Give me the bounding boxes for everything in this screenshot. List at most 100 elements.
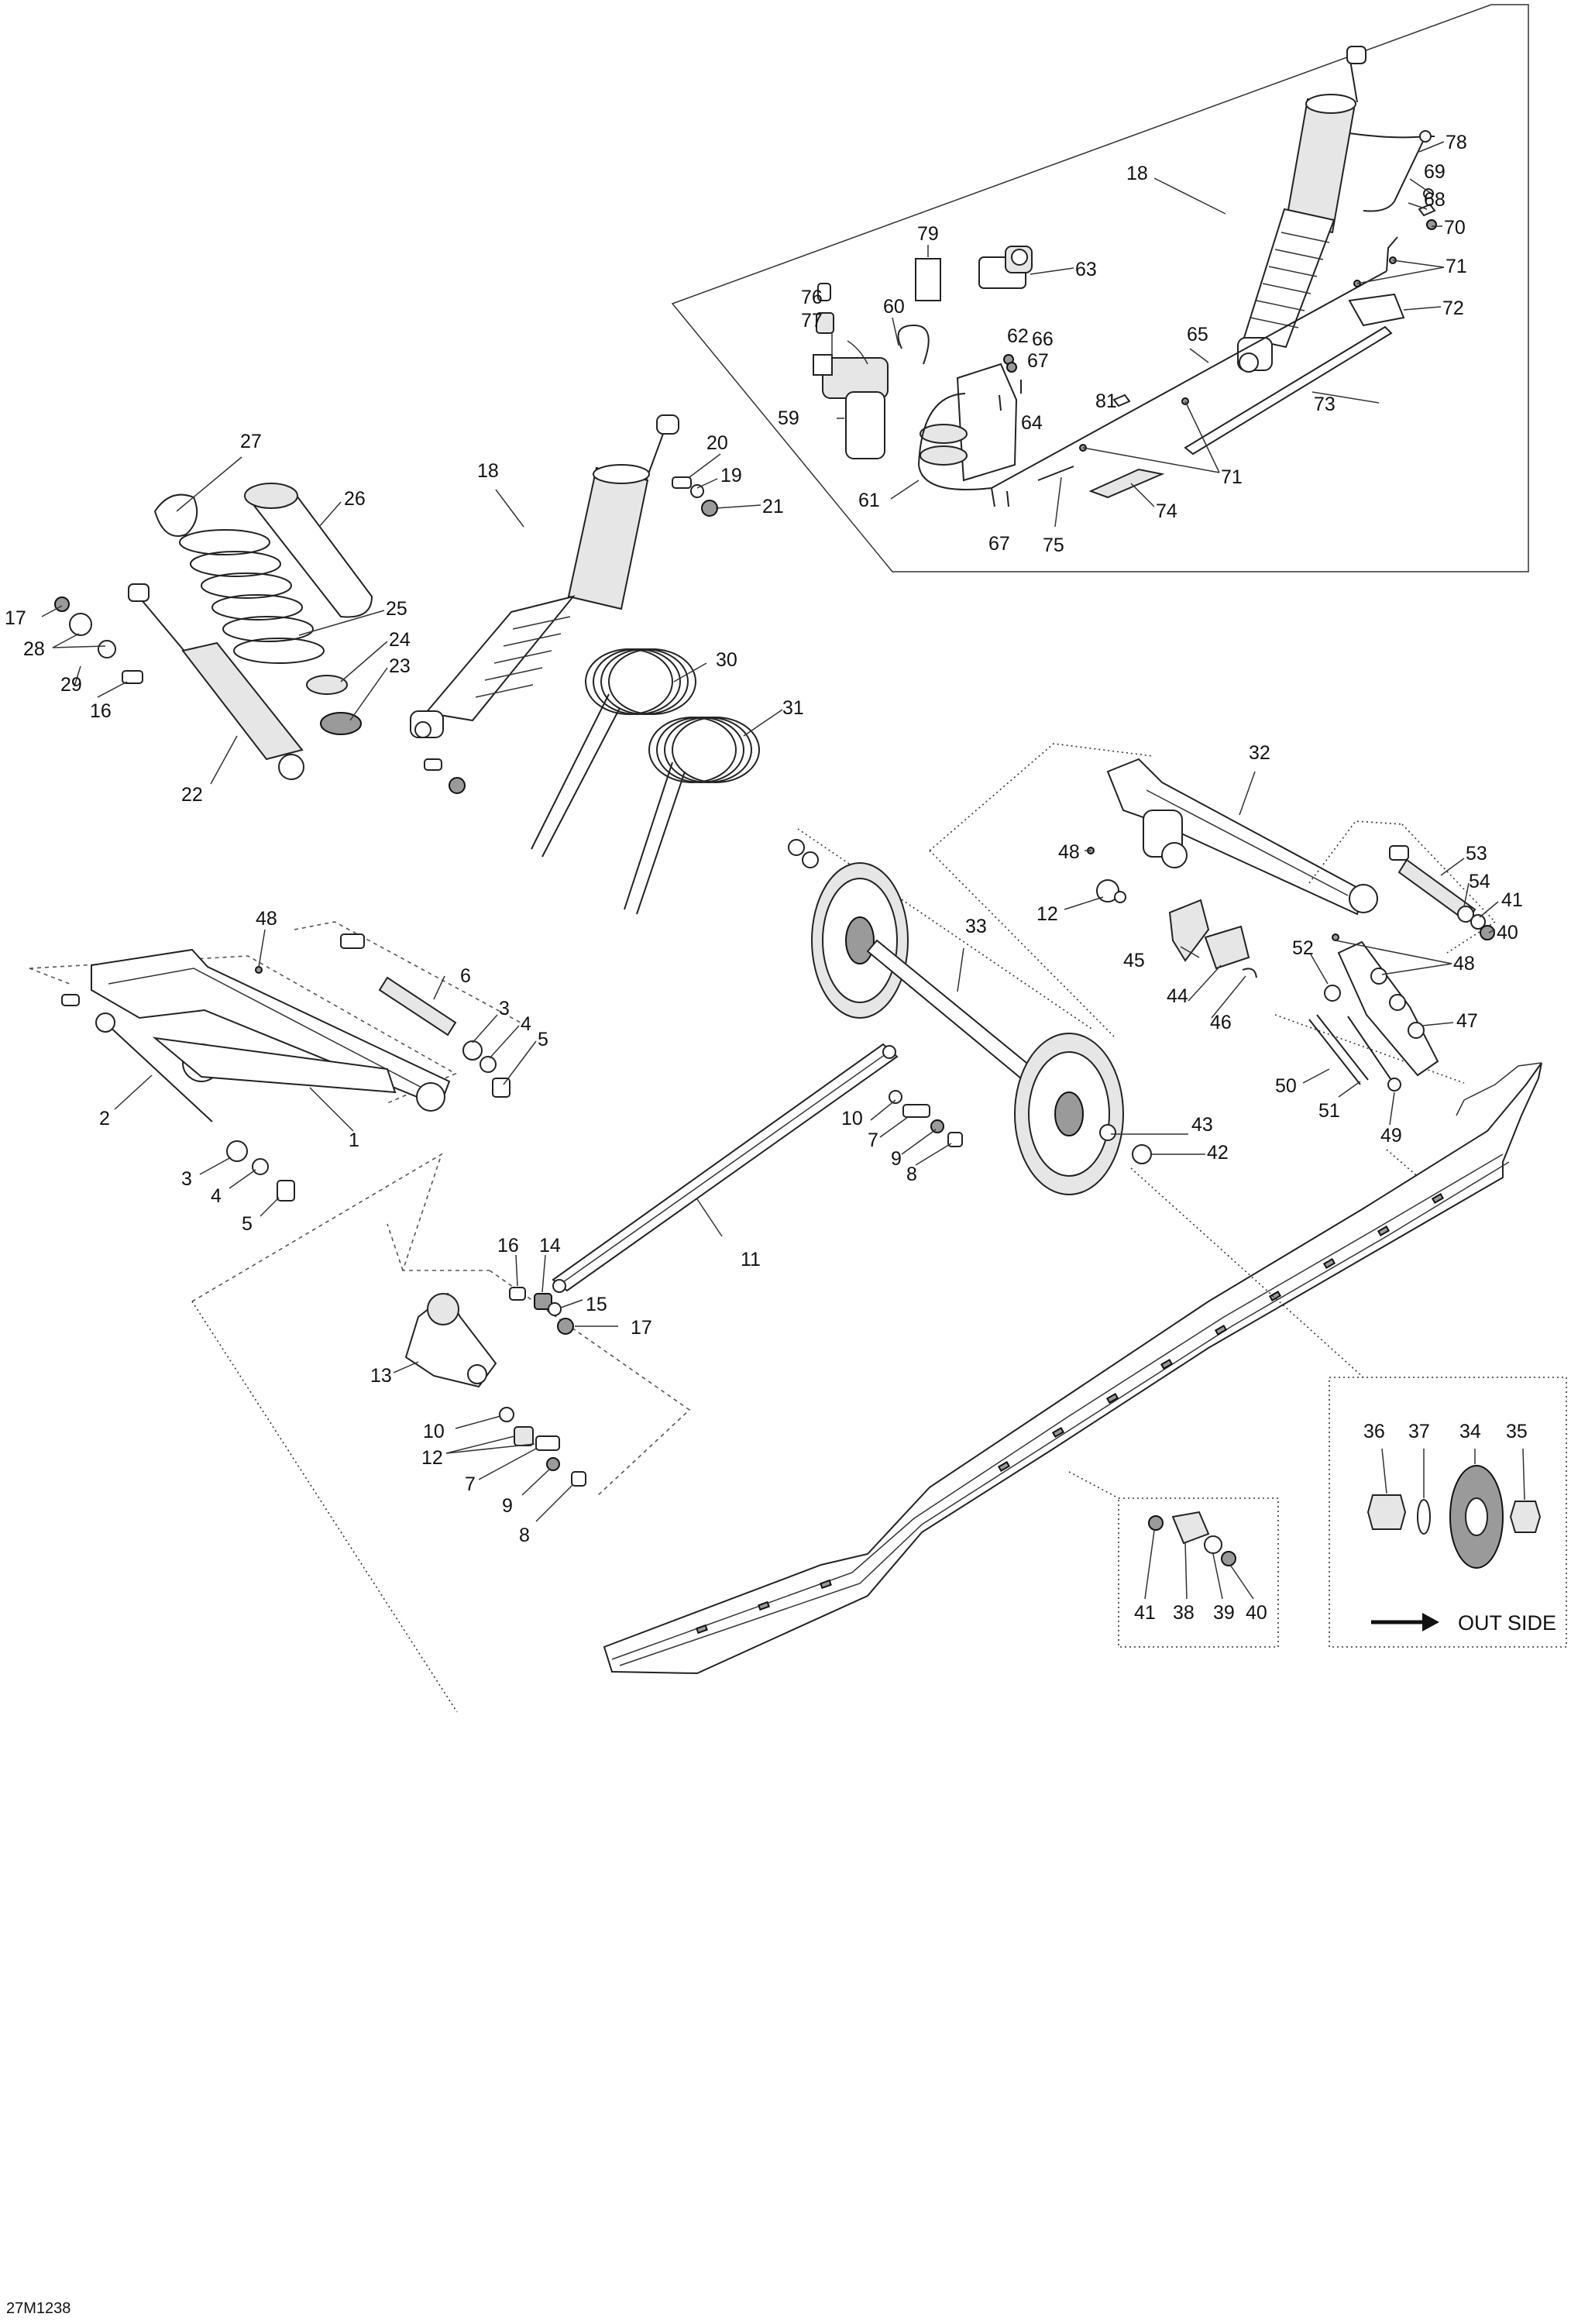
part-label-5b: 5 bbox=[242, 1213, 253, 1235]
part-label-6: 6 bbox=[460, 965, 471, 987]
part-39 bbox=[1204, 1535, 1222, 1554]
part-label-62: 62 bbox=[1007, 325, 1029, 347]
part-label-78: 78 bbox=[1446, 132, 1467, 153]
part-label-67b: 67 bbox=[988, 533, 1010, 555]
part-6 bbox=[340, 933, 457, 1037]
part-label-49: 49 bbox=[1380, 1125, 1402, 1147]
part-label-79: 79 bbox=[917, 223, 939, 245]
part-76 bbox=[817, 283, 831, 301]
rail-slots bbox=[696, 1193, 1445, 1635]
part-label-31: 31 bbox=[782, 697, 804, 719]
part-label-25: 25 bbox=[386, 598, 407, 620]
part-52 bbox=[1324, 985, 1341, 1002]
part-28 bbox=[69, 613, 92, 636]
part-label-16a: 16 bbox=[90, 700, 112, 722]
part-label-61: 61 bbox=[858, 490, 880, 511]
part-9b bbox=[546, 1457, 560, 1471]
shock-absorber-upper bbox=[1237, 46, 1366, 373]
part-46 bbox=[1242, 968, 1257, 978]
shock-bolt bbox=[424, 758, 442, 771]
part-label-65: 65 bbox=[1187, 324, 1208, 346]
part-43 bbox=[1099, 1124, 1116, 1141]
part-8b bbox=[571, 1471, 586, 1487]
part-14 bbox=[534, 1293, 552, 1310]
part-label-18b: 18 bbox=[477, 460, 499, 482]
part-label-9b: 9 bbox=[502, 1495, 513, 1517]
part-label-52: 52 bbox=[1292, 937, 1314, 959]
part-label-74: 74 bbox=[1156, 500, 1177, 522]
part-label-48b: 48 bbox=[256, 908, 277, 930]
part-50 bbox=[1308, 1014, 1369, 1085]
part-2 bbox=[106, 1023, 213, 1122]
part-60 bbox=[897, 324, 930, 365]
part-66 bbox=[1006, 362, 1017, 373]
part-label-12a: 12 bbox=[1036, 903, 1058, 925]
part-label-39: 39 bbox=[1213, 1602, 1235, 1624]
part-70 bbox=[1426, 219, 1437, 230]
part-label-67a: 67 bbox=[1027, 350, 1049, 372]
part-label-40a: 40 bbox=[1497, 922, 1518, 944]
part-label-71b: 71 bbox=[1221, 466, 1243, 488]
part-label-41b: 41 bbox=[1134, 1602, 1156, 1624]
part-59 bbox=[813, 333, 889, 459]
part-65 bbox=[991, 270, 1387, 489]
part-8a bbox=[947, 1132, 963, 1147]
part-label-41a: 41 bbox=[1501, 889, 1523, 911]
lower-link-group bbox=[552, 1043, 963, 1293]
part-40a bbox=[1480, 925, 1495, 940]
part-label-36: 36 bbox=[1363, 1421, 1385, 1442]
rear-arm-group bbox=[788, 743, 1378, 1195]
part-label-70: 70 bbox=[1444, 217, 1466, 239]
part-label-13: 13 bbox=[370, 1365, 392, 1387]
part-73 bbox=[1184, 325, 1393, 456]
part-16b bbox=[509, 1287, 526, 1301]
slider-detail-box bbox=[1118, 1497, 1279, 1648]
part-label-43: 43 bbox=[1191, 1114, 1213, 1136]
part-label-45: 45 bbox=[1123, 950, 1145, 971]
part-label-3b: 3 bbox=[181, 1168, 192, 1190]
part-68 bbox=[1418, 203, 1436, 217]
part-label-20: 20 bbox=[706, 432, 728, 454]
part-69 bbox=[1423, 188, 1434, 199]
part-41b bbox=[1148, 1515, 1164, 1531]
part-23 bbox=[320, 712, 362, 735]
part-17a bbox=[54, 596, 70, 612]
part-4b bbox=[252, 1158, 269, 1175]
rear-shock-group bbox=[41, 414, 761, 794]
part-36 bbox=[1366, 1494, 1407, 1530]
part-61 bbox=[917, 363, 1018, 490]
out-side-arrow-icon bbox=[1371, 1613, 1439, 1631]
part-37 bbox=[1417, 1499, 1431, 1535]
part-29 bbox=[98, 640, 116, 658]
part-label-23: 23 bbox=[389, 655, 411, 677]
part-label-47: 47 bbox=[1456, 1010, 1478, 1032]
front-arm-group bbox=[29, 921, 537, 1217]
shock-nut bbox=[449, 777, 466, 794]
part-label-18a: 18 bbox=[1126, 163, 1148, 184]
part-41a bbox=[1470, 914, 1486, 930]
part-3b bbox=[226, 1140, 248, 1162]
part-label-8a: 8 bbox=[906, 1164, 917, 1185]
part-label-33: 33 bbox=[965, 916, 987, 937]
part-27 bbox=[153, 493, 198, 537]
part-72 bbox=[1348, 293, 1405, 327]
part-label-4a: 4 bbox=[521, 1013, 531, 1035]
adjuster-kit-group bbox=[671, 4, 1529, 572]
part-75 bbox=[1037, 466, 1074, 481]
part-44 bbox=[1204, 925, 1250, 970]
part-label-72: 72 bbox=[1442, 297, 1464, 319]
legend-text: OUT SIDE bbox=[1458, 1611, 1556, 1635]
part-label-17b: 17 bbox=[631, 1317, 652, 1339]
part-12b bbox=[514, 1426, 534, 1446]
part-label-17a: 17 bbox=[5, 607, 26, 629]
part-label-44: 44 bbox=[1167, 985, 1188, 1007]
part-label-69: 69 bbox=[1424, 161, 1446, 183]
part-label-60: 60 bbox=[883, 296, 905, 318]
part-4a bbox=[480, 1056, 497, 1073]
part-40b bbox=[1221, 1551, 1236, 1566]
part-label-15: 15 bbox=[586, 1294, 607, 1315]
part-19 bbox=[690, 484, 704, 498]
part-67b bbox=[991, 487, 995, 507]
part-label-5a: 5 bbox=[538, 1029, 548, 1050]
part-79 bbox=[915, 258, 941, 301]
